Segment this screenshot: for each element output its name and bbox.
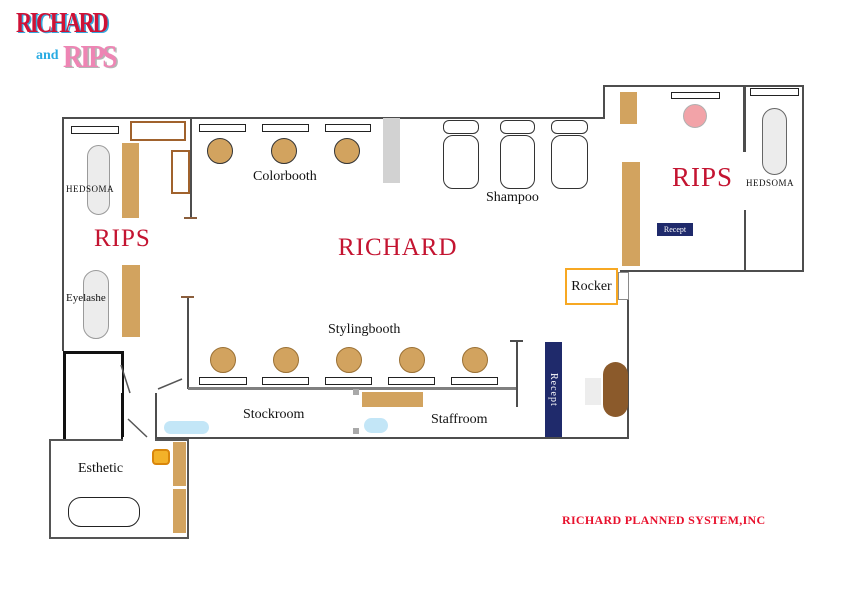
waiting-sofa <box>603 362 628 417</box>
staffroom-sink <box>364 418 388 433</box>
logo-subline: and RIPS <box>36 38 123 75</box>
wall-divider-lower <box>187 297 189 389</box>
colorbooth-station <box>325 124 371 132</box>
wall-staffroom-left-cap <box>510 340 523 342</box>
shampoo-headrest <box>500 120 535 134</box>
styling-station <box>325 377 372 385</box>
pink-chair <box>683 104 707 128</box>
styling-chair <box>273 347 299 373</box>
wall-right-outer <box>802 85 804 272</box>
rocker-box: Rocker <box>565 268 618 305</box>
styling-chair <box>210 347 236 373</box>
colorbooth-station <box>262 124 309 132</box>
shelf-top-left <box>71 126 119 134</box>
recept-right-label: Recept <box>663 225 687 234</box>
esthetic-counter-upper <box>173 442 186 486</box>
wall-divider-upper <box>190 118 192 218</box>
counter-tan-lower-left <box>122 265 140 337</box>
right-room-door-leaf <box>618 272 629 300</box>
esthetic-door-gap <box>123 437 155 442</box>
company-footer: RICHARD PLANNED SYSTEM,INC <box>562 513 766 527</box>
eyelashe-label: Eyelashe <box>66 292 106 304</box>
brown-frame-counter <box>130 121 186 141</box>
colorbooth-station <box>199 124 246 132</box>
rips-left-label: RIPS <box>94 225 151 252</box>
wall-bottom-main <box>155 437 629 439</box>
shampoo-headrest <box>551 120 588 134</box>
styling-chair <box>462 347 488 373</box>
eyelashe-bed <box>83 270 109 339</box>
wall-post <box>353 428 359 434</box>
staffroom-label: Staffroom <box>431 412 488 427</box>
wall-stylingbooth-bottom <box>188 387 517 390</box>
shampoo-chair <box>443 135 479 189</box>
styling-chair <box>336 347 362 373</box>
hedsoma-left-bed <box>87 145 110 215</box>
wall-staffroom-left <box>516 341 518 407</box>
salon-logo: RICHARD and RIPS <box>16 8 166 74</box>
hedsoma-right-bed <box>762 108 787 175</box>
gray-partition <box>383 118 400 183</box>
closet-door-gap <box>114 365 122 393</box>
rips-right-mirror <box>671 92 720 99</box>
logo-and-text: and <box>36 48 59 63</box>
logo-richard-text: RICHARD <box>16 8 109 39</box>
recept-counter-main: Recept <box>545 342 562 437</box>
wall-hall-stub <box>155 393 157 437</box>
esthetic-label: Esthetic <box>78 461 124 476</box>
hedsoma-left-label: HEDSOMA <box>66 184 115 194</box>
stockroom-sink <box>164 421 209 434</box>
shampoo-headrest <box>443 120 479 134</box>
reception-table <box>585 378 601 405</box>
counter-tan-right-long <box>622 162 640 266</box>
wall-main-right-lower <box>627 270 629 439</box>
colorbooth-chair <box>271 138 297 164</box>
wall-bottom-right-room <box>620 270 804 272</box>
wall-divider-upper-cap <box>184 217 197 219</box>
richard-main-label: RICHARD <box>338 234 458 261</box>
hedsoma-right-label: HEDSOMA <box>746 178 795 188</box>
staffroom-table <box>362 392 423 407</box>
styling-station <box>262 377 309 385</box>
colorbooth-chair <box>207 138 233 164</box>
styling-station <box>388 377 435 385</box>
wall-divider-lower-cap <box>181 296 194 298</box>
recept-sign-right: Recept <box>657 223 693 236</box>
wall-top-right-room <box>603 85 804 87</box>
rips-right-label: RIPS <box>672 162 734 192</box>
colorbooth-label: Colorbooth <box>253 169 317 184</box>
hedsoma-right-shelf <box>750 88 799 96</box>
colorbooth-chair <box>334 138 360 164</box>
recept-main-label: Recept <box>548 372 559 407</box>
wall-step-vertical <box>603 86 605 119</box>
styling-chair <box>399 347 425 373</box>
wall-hedsoma-right-upper <box>743 86 746 152</box>
wall-left-outer <box>62 117 64 351</box>
shampoo-chair <box>551 135 588 189</box>
counter-tan-upper-left <box>122 143 139 218</box>
white-frame-cabinet <box>171 150 190 194</box>
stockroom-label: Stockroom <box>243 407 305 422</box>
logo-rips-text: RIPS <box>62 38 117 74</box>
esthetic-stool <box>152 449 170 465</box>
stylingbooth-label: Stylingbooth <box>328 322 401 337</box>
counter-tan-right-upper <box>620 92 637 124</box>
esthetic-bed <box>68 497 140 527</box>
styling-station <box>451 377 498 385</box>
rocker-label: Rocker <box>571 278 612 294</box>
esthetic-counter-lower <box>173 489 186 533</box>
shampoo-label: Shampoo <box>486 190 539 205</box>
wall-hedsoma-right-lower <box>744 210 746 271</box>
wall-top-main <box>62 117 605 119</box>
shampoo-chair <box>500 135 535 189</box>
wall-post <box>353 389 359 395</box>
styling-station <box>199 377 247 385</box>
